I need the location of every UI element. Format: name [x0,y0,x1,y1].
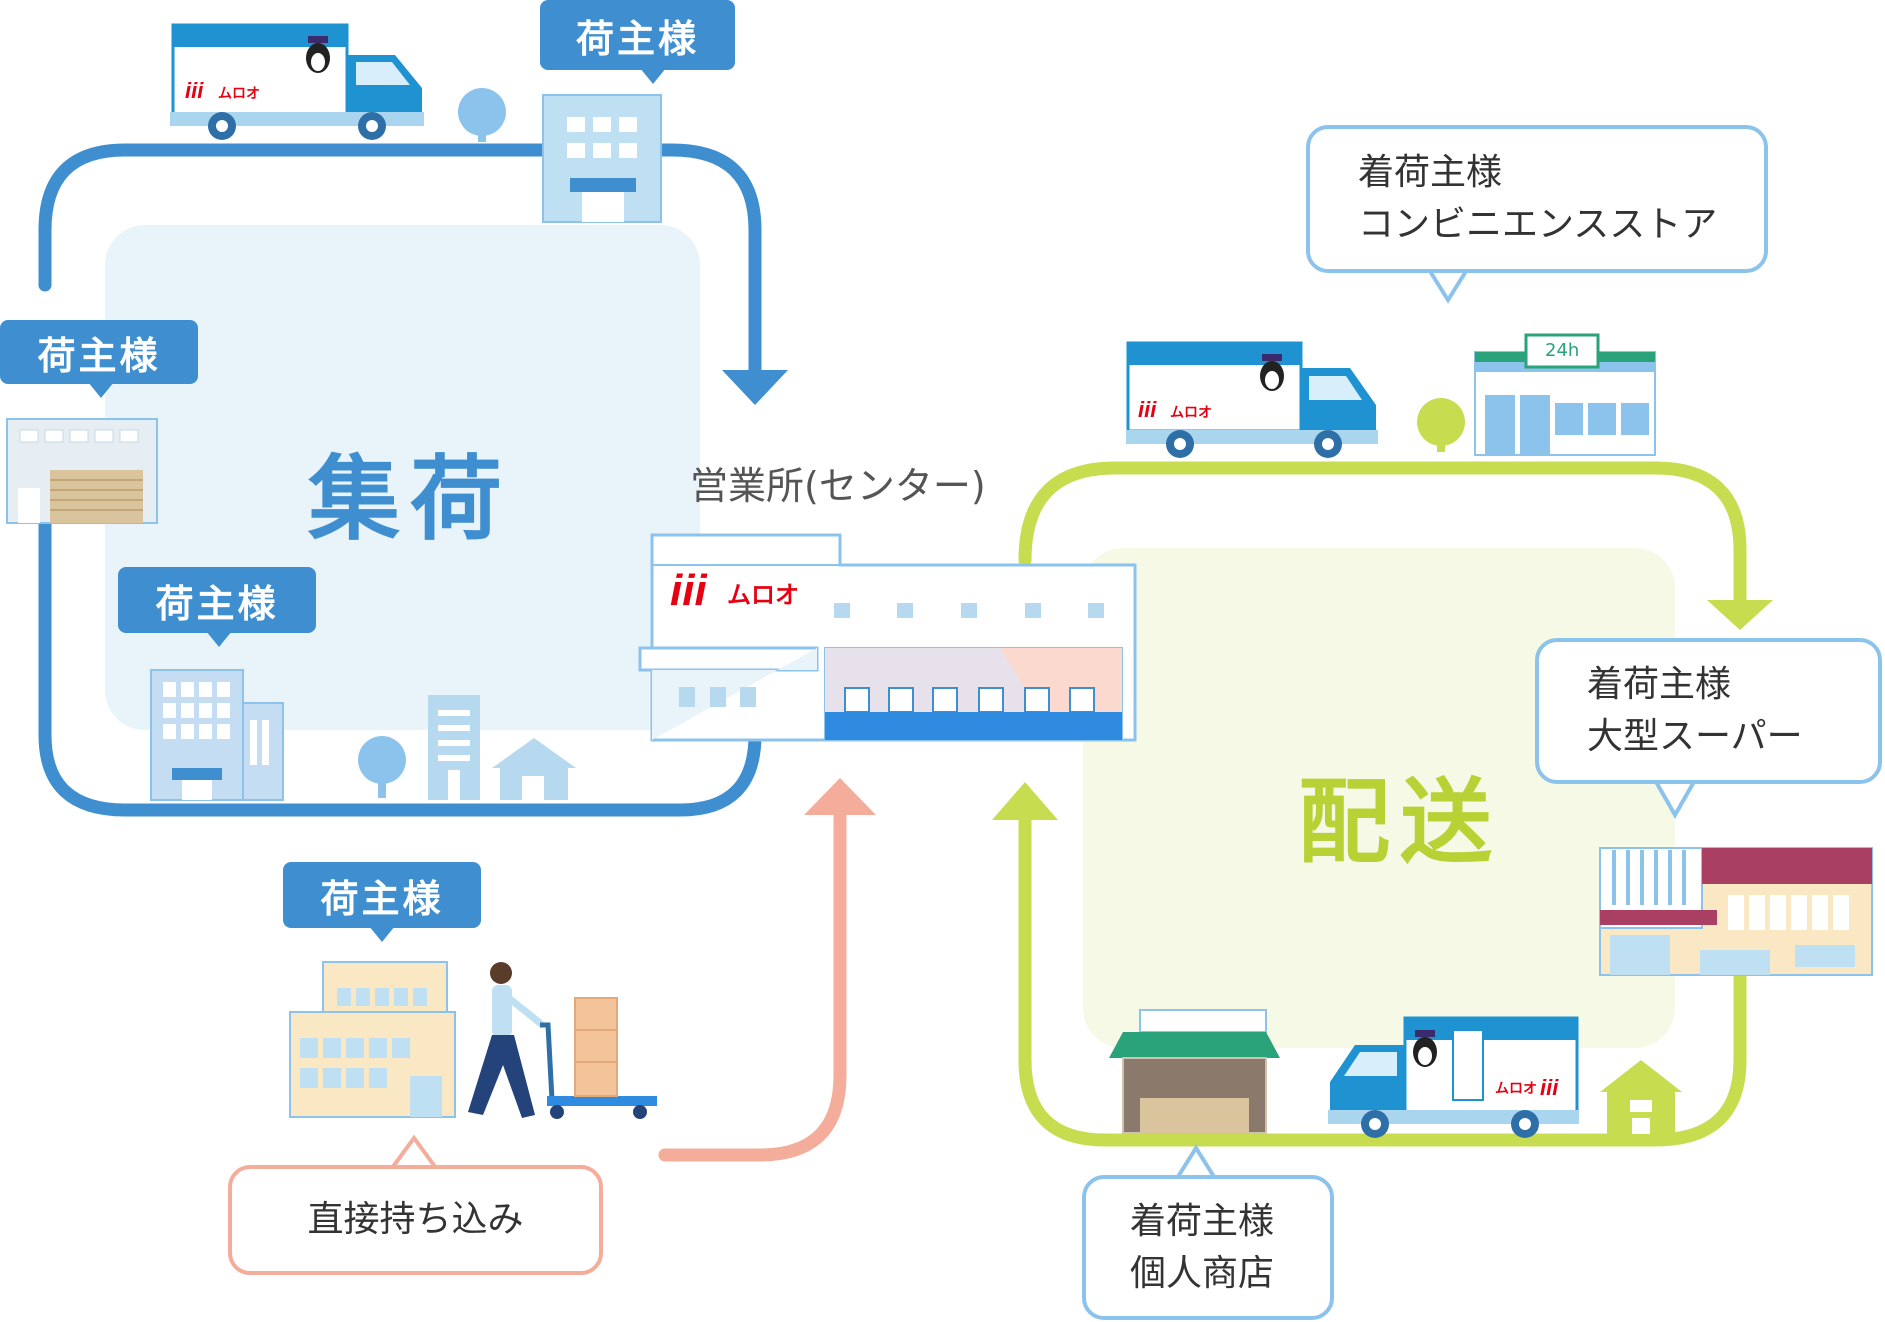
bubble-line: 個人商店 [1130,1252,1275,1294]
tag-pointer [640,68,666,84]
shipper-tag-left-upper: 荷主様 [0,320,198,384]
shipper-tag-left-lower: 荷主様 [118,567,316,633]
direct-dropoff-bubble: 直接持ち込み [228,1165,603,1275]
house-icon [492,738,576,800]
tree-icon [458,88,506,142]
bubble-line: 大型スーパー [1587,716,1803,757]
tag-pointer [206,631,232,647]
collection-label: 集荷 [308,446,513,553]
direct-arrow-line [658,805,847,1162]
svg-text:iii: iii [185,78,204,103]
convenience-store-icon [1474,333,1656,456]
collection-loop [38,143,762,817]
svg-text:ムロオ: ムロオ [1495,1081,1537,1097]
svg-text:iii: iii [670,566,707,615]
tree-icon [358,736,406,798]
bubble-line: 着荷主様 [1130,1200,1275,1242]
shipper-tag-top: 荷主様 [540,0,735,70]
shop-icon [1109,1009,1280,1134]
bubble-line: 着荷主様 [1358,152,1503,193]
office-building-icon [542,94,662,223]
tag-pointer [369,926,395,942]
delivery-arrowhead-up [992,782,1058,820]
delivery-arrowhead-right [1707,600,1773,630]
svg-text:iii: iii [1138,397,1157,422]
collection-arrowhead [722,370,788,405]
center-label: 営業所(センター) [690,464,986,508]
store-24h-label: 24h [1545,340,1580,361]
shipper-tag-bottom: 荷主様 [283,862,481,928]
delivery-label: 配送 [1298,769,1503,876]
bubble-line: コンビニエンスストア [1358,204,1718,245]
delivery-truck-icon: iii ムロオ [1126,341,1378,458]
warehouse-icon [6,418,158,524]
delivery-loop [1018,461,1747,1147]
tag-pointer [88,382,114,398]
worker-with-cart-icon [468,962,657,1119]
bubble-line: 直接持ち込み [307,1199,524,1240]
collection-truck-icon: iii ムロオ [170,23,424,140]
svg-text:iii: iii [1540,1075,1559,1100]
svg-text:ムロオ: ムロオ [727,581,799,609]
svg-text:ムロオ: ムロオ [1170,405,1212,421]
center-building-icon: iii ムロオ [638,533,1137,742]
consignee-bubble-shop: 着荷主様 個人商店 [1082,1175,1334,1320]
bubble-line: 着荷主様 [1587,664,1732,705]
delivery-truck-icon: ムロオ iii [1328,1016,1579,1138]
consignee-bubble-supermarket: 着荷主様 大型スーパー [1535,638,1882,784]
tree-icon [1417,398,1465,452]
supermarket-icon [1599,847,1873,976]
consignee-bubble-convenience: 着荷主様 コンビニエンスストア [1306,125,1768,273]
direct-arrowhead [804,778,876,815]
svg-text:ムロオ: ムロオ [218,86,260,102]
bubble-pointer [388,1134,440,1170]
shipper-building-icon [289,961,456,1118]
delivery-area [1083,548,1675,1048]
office-building-icon [150,669,284,801]
